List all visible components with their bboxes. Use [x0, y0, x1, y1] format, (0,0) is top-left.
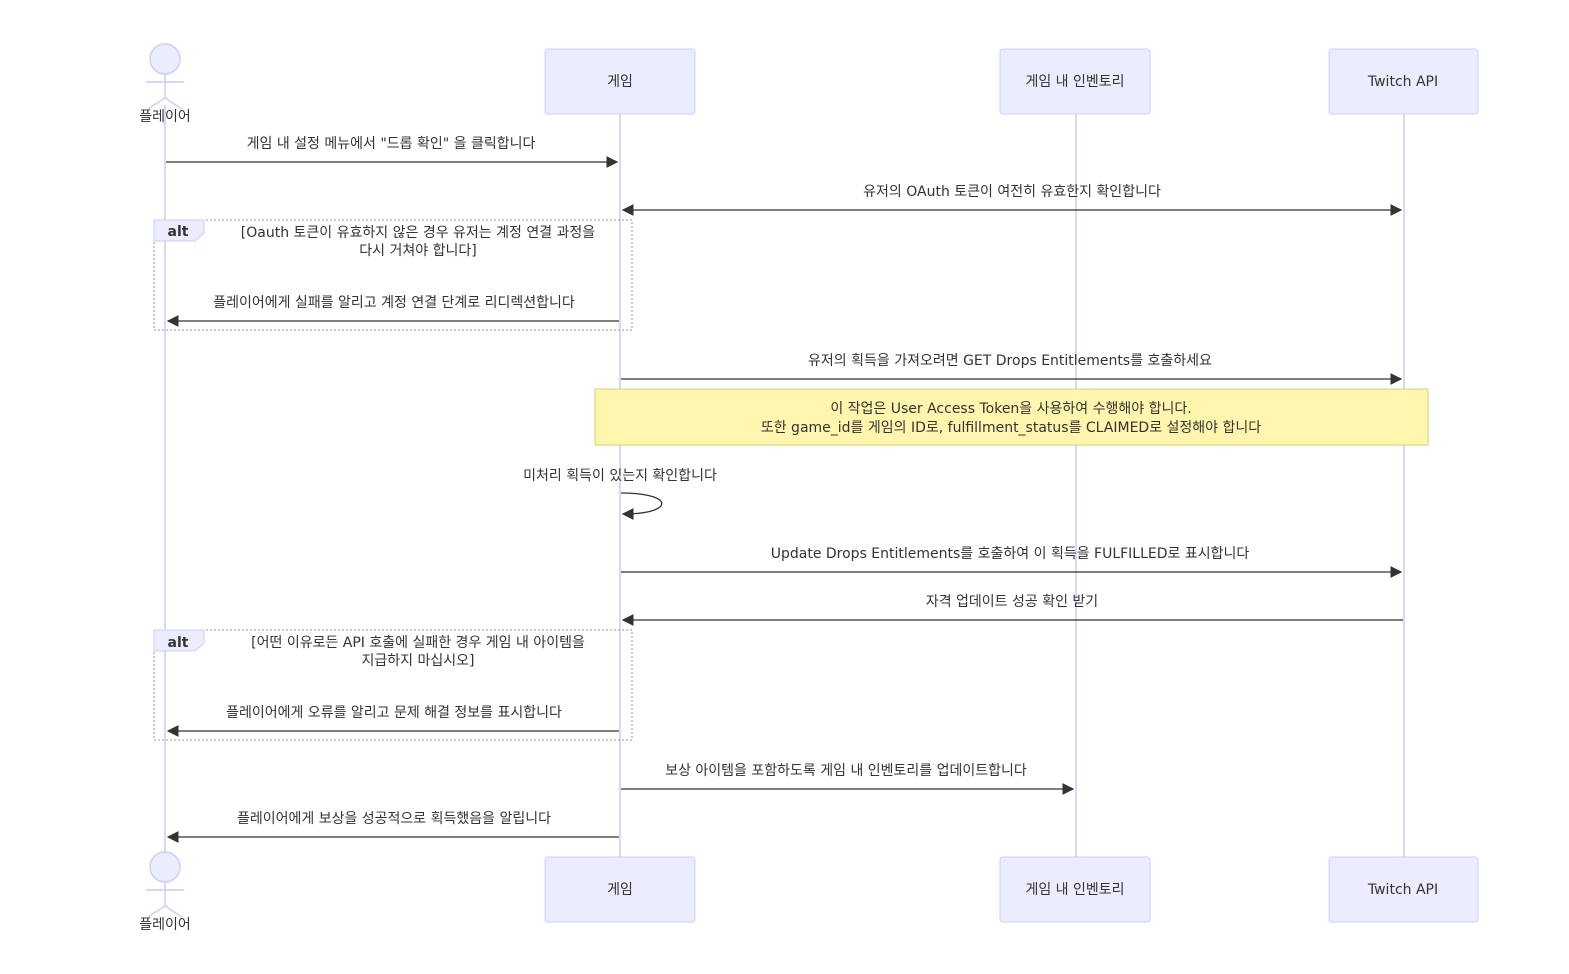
alt-tag-text-1: alt — [168, 224, 189, 240]
player-actor-icon-bottom — [146, 851, 184, 918]
alt-condition-1-line2: 다시 거쳐야 합니다] — [359, 243, 476, 259]
message-label-5: 미처리 획득이 있는지 확인합니다 — [523, 468, 717, 484]
participant-game-top: 게임 — [544, 48, 696, 115]
alt-tag-text-2: alt — [168, 635, 189, 651]
note-line-1: 이 작업은 User Access Token을 사용하여 수행해야 합니다. — [830, 401, 1191, 417]
svg-text:Twitch API: Twitch API — [1367, 882, 1438, 898]
player-label-bottom: 플레이어 — [139, 917, 191, 933]
message-label-2: 유저의 OAuth 토큰이 여전히 유효한지 확인합니다 — [863, 184, 1161, 200]
player-actor-icon-top — [146, 43, 184, 110]
message-label-7: 자격 업데이트 성공 확인 받기 — [926, 594, 1098, 610]
note-box — [594, 388, 1429, 446]
note-line-2: 또한 game_id를 게임의 ID로, fulfillment_status를… — [761, 420, 1261, 436]
alt-frame-1 — [153, 219, 633, 331]
participant-inventory-bottom: 게임 내 인벤토리 — [999, 856, 1151, 923]
alt-frame-2 — [153, 629, 633, 741]
message-label-10: 플레이어에게 보상을 성공적으로 획득했음을 알립니다 — [237, 811, 551, 827]
svg-text:게임: 게임 — [607, 882, 633, 898]
message-label-3: 플레이어에게 실패를 알리고 계정 연결 단계로 리디렉션합니다 — [213, 295, 575, 311]
svg-text:게임 내 인벤토리: 게임 내 인벤토리 — [1025, 882, 1124, 898]
message-label-6: Update Drops Entitlements를 호출하여 이 획득을 FU… — [771, 546, 1250, 562]
svg-text:Twitch API: Twitch API — [1367, 74, 1438, 90]
message-label-8: 플레이어에게 오류를 알리고 문제 해결 정보를 표시합니다 — [226, 705, 562, 721]
message-label-9: 보상 아이템을 포함하도록 게임 내 인벤토리를 업데이트합니다 — [665, 763, 1027, 779]
participant-inventory-top: 게임 내 인벤토리 — [999, 48, 1151, 115]
alt-condition-2-line2: 지급하지 마십시오] — [362, 653, 475, 669]
participant-twitch-top: Twitch API — [1328, 48, 1479, 115]
svg-text:게임: 게임 — [607, 74, 633, 90]
alt-condition-2-line1: [어떤 이유로든 API 호출에 실패한 경우 게임 내 아이템을 — [251, 635, 585, 651]
participant-game-bottom: 게임 — [544, 856, 696, 923]
alt-tag-2 — [153, 629, 205, 652]
svg-text:게임 내 인벤토리: 게임 내 인벤토리 — [1025, 74, 1124, 90]
participant-twitch-bottom: Twitch API — [1328, 856, 1479, 923]
alt-condition-1-line1: [Oauth 토큰이 유효하지 않은 경우 유저는 계정 연결 과정을 — [241, 225, 595, 241]
message-arrow-5 — [620, 492, 663, 520]
player-label-top: 플레이어 — [139, 109, 191, 125]
message-label-4: 유저의 획득을 가져오려면 GET Drops Entitlements를 호출… — [808, 353, 1212, 369]
alt-tag-1 — [153, 219, 205, 242]
message-label-1: 게임 내 설정 메뉴에서 "드롭 확인" 을 클릭합니다 — [247, 136, 536, 152]
